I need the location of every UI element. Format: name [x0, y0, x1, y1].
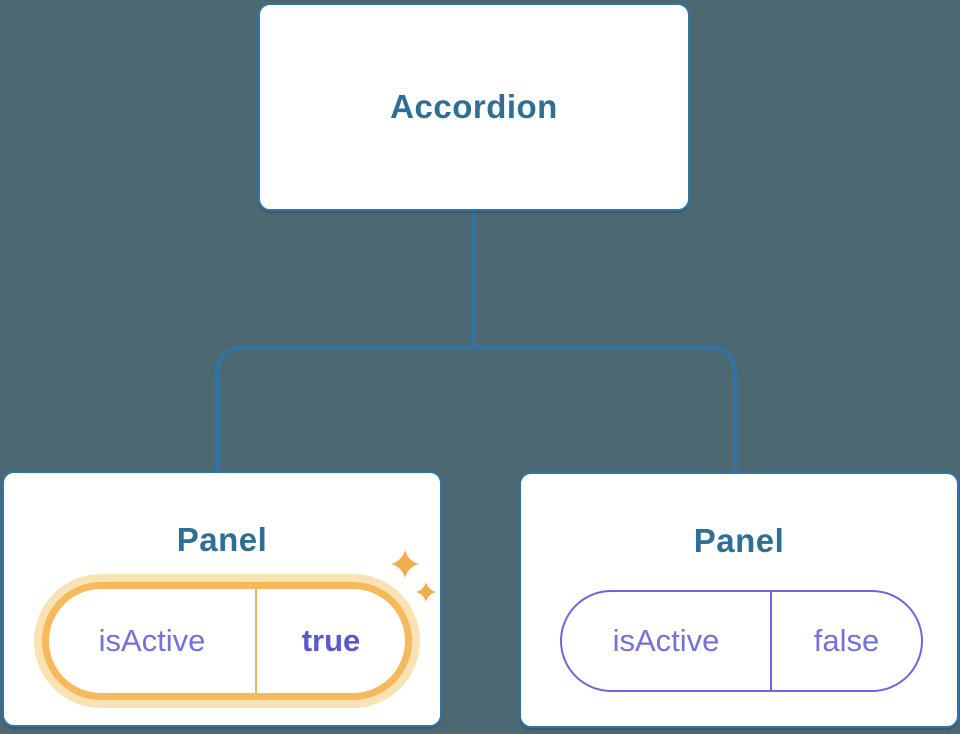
panel-node-label: Panel: [693, 522, 785, 559]
panel-node-inactive: Panel isActive false: [519, 472, 959, 728]
accordion-node: Accordion: [258, 3, 690, 211]
accordion-node-label: Accordion: [390, 88, 558, 125]
sparkles-icon: [391, 550, 436, 602]
state-key-cell: isActive: [562, 592, 772, 690]
panel-node-label: Panel: [176, 521, 268, 558]
state-pill-inactive: isActive false: [560, 590, 923, 692]
state-key-cell: isActive: [49, 589, 257, 693]
state-key-label: isActive: [98, 623, 206, 658]
state-value-label: true: [301, 623, 361, 658]
state-value-label: false: [813, 623, 880, 658]
state-value-cell: false: [772, 592, 921, 690]
state-pill-active: isActive true: [42, 582, 412, 700]
panel-node-active: Panel isActive true: [2, 471, 442, 727]
state-value-cell: true: [257, 589, 405, 693]
state-key-label: isActive: [612, 623, 720, 658]
